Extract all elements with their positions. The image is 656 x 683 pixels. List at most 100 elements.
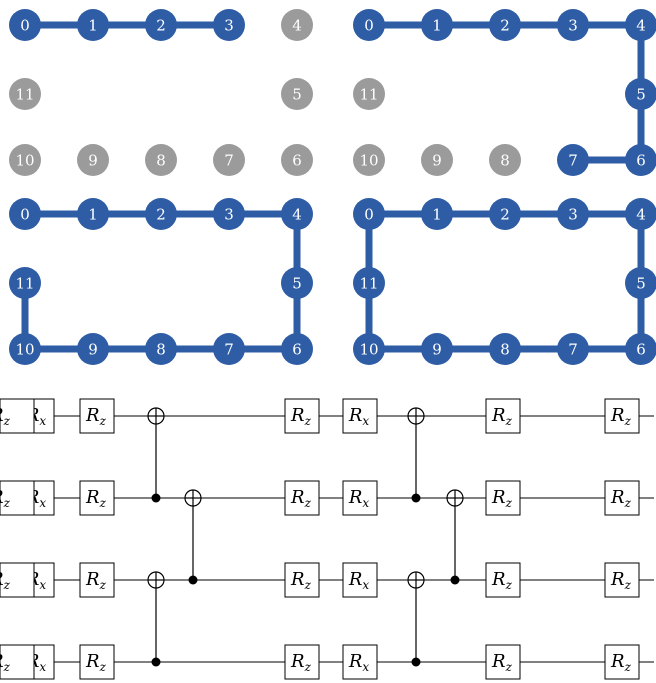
gate-label: Rz bbox=[290, 569, 312, 592]
rotation-gate-rz: Rz bbox=[0, 644, 35, 680]
gate-label: Rz bbox=[85, 487, 107, 510]
qubit-node-label: 8 bbox=[500, 152, 510, 170]
qubit-node-5 bbox=[625, 78, 656, 110]
qubit-node-label: 5 bbox=[292, 275, 302, 293]
qubit-node-label: 8 bbox=[156, 341, 166, 359]
rotation-gate-rx: Rx bbox=[342, 398, 378, 434]
qubit-node-10 bbox=[9, 144, 41, 176]
qubit-node-label: 11 bbox=[359, 86, 378, 104]
qubit-node-11 bbox=[353, 267, 385, 299]
qubit-node-9 bbox=[77, 144, 109, 176]
qubit-node-4 bbox=[625, 198, 656, 230]
qubit-node-6 bbox=[281, 144, 313, 176]
gate-label: Rz bbox=[610, 569, 632, 592]
qubit-node-11 bbox=[9, 267, 41, 299]
cnot-control-dot bbox=[411, 657, 421, 667]
gate-label: Rz bbox=[85, 405, 107, 428]
rotation-gate-rz: Rz bbox=[284, 480, 320, 516]
qubit-node-2 bbox=[489, 198, 521, 230]
gate-label: Rz bbox=[290, 651, 312, 674]
rotation-gate-rz: Rz bbox=[604, 398, 640, 434]
qubit-node-7 bbox=[213, 144, 245, 176]
qubit-node-6 bbox=[281, 333, 313, 365]
qubit-node-label: 3 bbox=[568, 206, 578, 224]
cnot-gate bbox=[407, 407, 425, 503]
qubit-node-label: 11 bbox=[359, 275, 378, 293]
qubit-node-label: 9 bbox=[432, 341, 442, 359]
qubit-node-label: 1 bbox=[88, 17, 98, 35]
qubit-node-1 bbox=[421, 198, 453, 230]
gate-label: Rz bbox=[491, 487, 513, 510]
gate-label: Rz bbox=[85, 569, 107, 592]
gate-label: Rz bbox=[85, 651, 107, 674]
cnot-gate bbox=[184, 489, 202, 585]
cnot-gate bbox=[147, 407, 165, 503]
qubit-node-label: 10 bbox=[359, 152, 378, 170]
qubit-node-label: 0 bbox=[364, 17, 374, 35]
gate-label: Rz bbox=[0, 405, 11, 428]
qubit-node-label: 0 bbox=[364, 206, 374, 224]
cnot-control-dot bbox=[411, 493, 421, 503]
qubit-node-label: 6 bbox=[292, 341, 302, 359]
rotation-gate-rz: Rz bbox=[485, 480, 521, 516]
rotation-gate-rz: Rz bbox=[0, 398, 35, 434]
qubit-node-3 bbox=[557, 9, 589, 41]
qubit-node-label: 9 bbox=[432, 152, 442, 170]
qubit-node-label: 4 bbox=[292, 206, 302, 224]
gate-label: Rz bbox=[290, 405, 312, 428]
gate-label: Rz bbox=[491, 405, 513, 428]
qubit-node-label: 5 bbox=[292, 86, 302, 104]
qubit-node-label: 2 bbox=[500, 206, 510, 224]
quantum-circuit: RxRxRxRxRzRzRzRzRzRzRzRzRxRxRxRxRzRzRzRz… bbox=[0, 398, 654, 680]
gate-label: Rz bbox=[0, 487, 11, 510]
rotation-gate-rz: Rz bbox=[604, 480, 640, 516]
qubit-node-8 bbox=[489, 333, 521, 365]
qubit-node-3 bbox=[213, 198, 245, 230]
cnot-gate bbox=[147, 571, 165, 667]
qubit-node-5 bbox=[281, 267, 313, 299]
qubit-node-label: 1 bbox=[432, 17, 442, 35]
qubit-node-3 bbox=[557, 198, 589, 230]
qubit-node-2 bbox=[145, 198, 177, 230]
rotation-gate-rz: Rz bbox=[604, 562, 640, 598]
gate-label: Rz bbox=[290, 487, 312, 510]
rotation-gate-rz: Rz bbox=[79, 644, 115, 680]
qubit-node-10 bbox=[353, 144, 385, 176]
qubit-node-label: 10 bbox=[15, 341, 34, 359]
qubit-node-label: 6 bbox=[636, 341, 646, 359]
qubit-node-1 bbox=[77, 198, 109, 230]
qubit-node-label: 7 bbox=[224, 341, 234, 359]
qubit-node-0 bbox=[9, 198, 41, 230]
cnot-control-dot bbox=[450, 575, 460, 585]
rotation-gate-rz: Rz bbox=[284, 398, 320, 434]
qubit-node-8 bbox=[145, 144, 177, 176]
qubit-node-label: 1 bbox=[432, 206, 442, 224]
qubit-node-5 bbox=[281, 78, 313, 110]
rotation-gate-rz: Rz bbox=[79, 562, 115, 598]
qubit-node-label: 9 bbox=[88, 341, 98, 359]
qubit-node-label: 4 bbox=[292, 17, 302, 35]
qubit-node-4 bbox=[281, 198, 313, 230]
qubit-node-0 bbox=[9, 9, 41, 41]
rotation-gate-rz: Rz bbox=[485, 398, 521, 434]
gate-label: Rx bbox=[348, 487, 370, 510]
qubit-node-label: 4 bbox=[636, 206, 646, 224]
qubit-node-8 bbox=[489, 144, 521, 176]
qubit-node-label: 5 bbox=[636, 275, 646, 293]
qubit-node-label: 2 bbox=[156, 206, 166, 224]
cnot-gate bbox=[446, 489, 464, 585]
qubit-node-label: 7 bbox=[568, 341, 578, 359]
qubit-node-4 bbox=[625, 9, 656, 41]
qubit-node-label: 10 bbox=[359, 341, 378, 359]
rotation-gate-rz: Rz bbox=[284, 562, 320, 598]
gate-label: Rx bbox=[348, 405, 370, 428]
qubit-node-3 bbox=[213, 9, 245, 41]
gate-label: Rz bbox=[610, 487, 632, 510]
qubit-node-1 bbox=[421, 9, 453, 41]
qubit-node-label: 2 bbox=[156, 17, 166, 35]
